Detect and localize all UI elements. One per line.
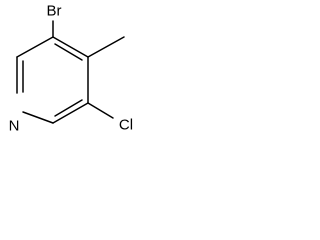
chemical-structure: Br N Cl [9, 3, 134, 135]
double-bond-c5-c6 [54, 99, 83, 117]
bond-c6-n1 [22, 111, 54, 124]
bond-c5-c6 [52, 102, 89, 124]
chlorine-label: Cl [119, 117, 133, 134]
bromine-label: Br [47, 3, 62, 20]
nitrogen-label: N [9, 118, 20, 135]
bond-c2-c3 [16, 36, 54, 58]
bond-c5-cl [87, 102, 114, 119]
bond-c3-c4 [52, 36, 89, 58]
methyl-bond [87, 36, 125, 58]
double-bond-c3-c4 [54, 43, 83, 61]
